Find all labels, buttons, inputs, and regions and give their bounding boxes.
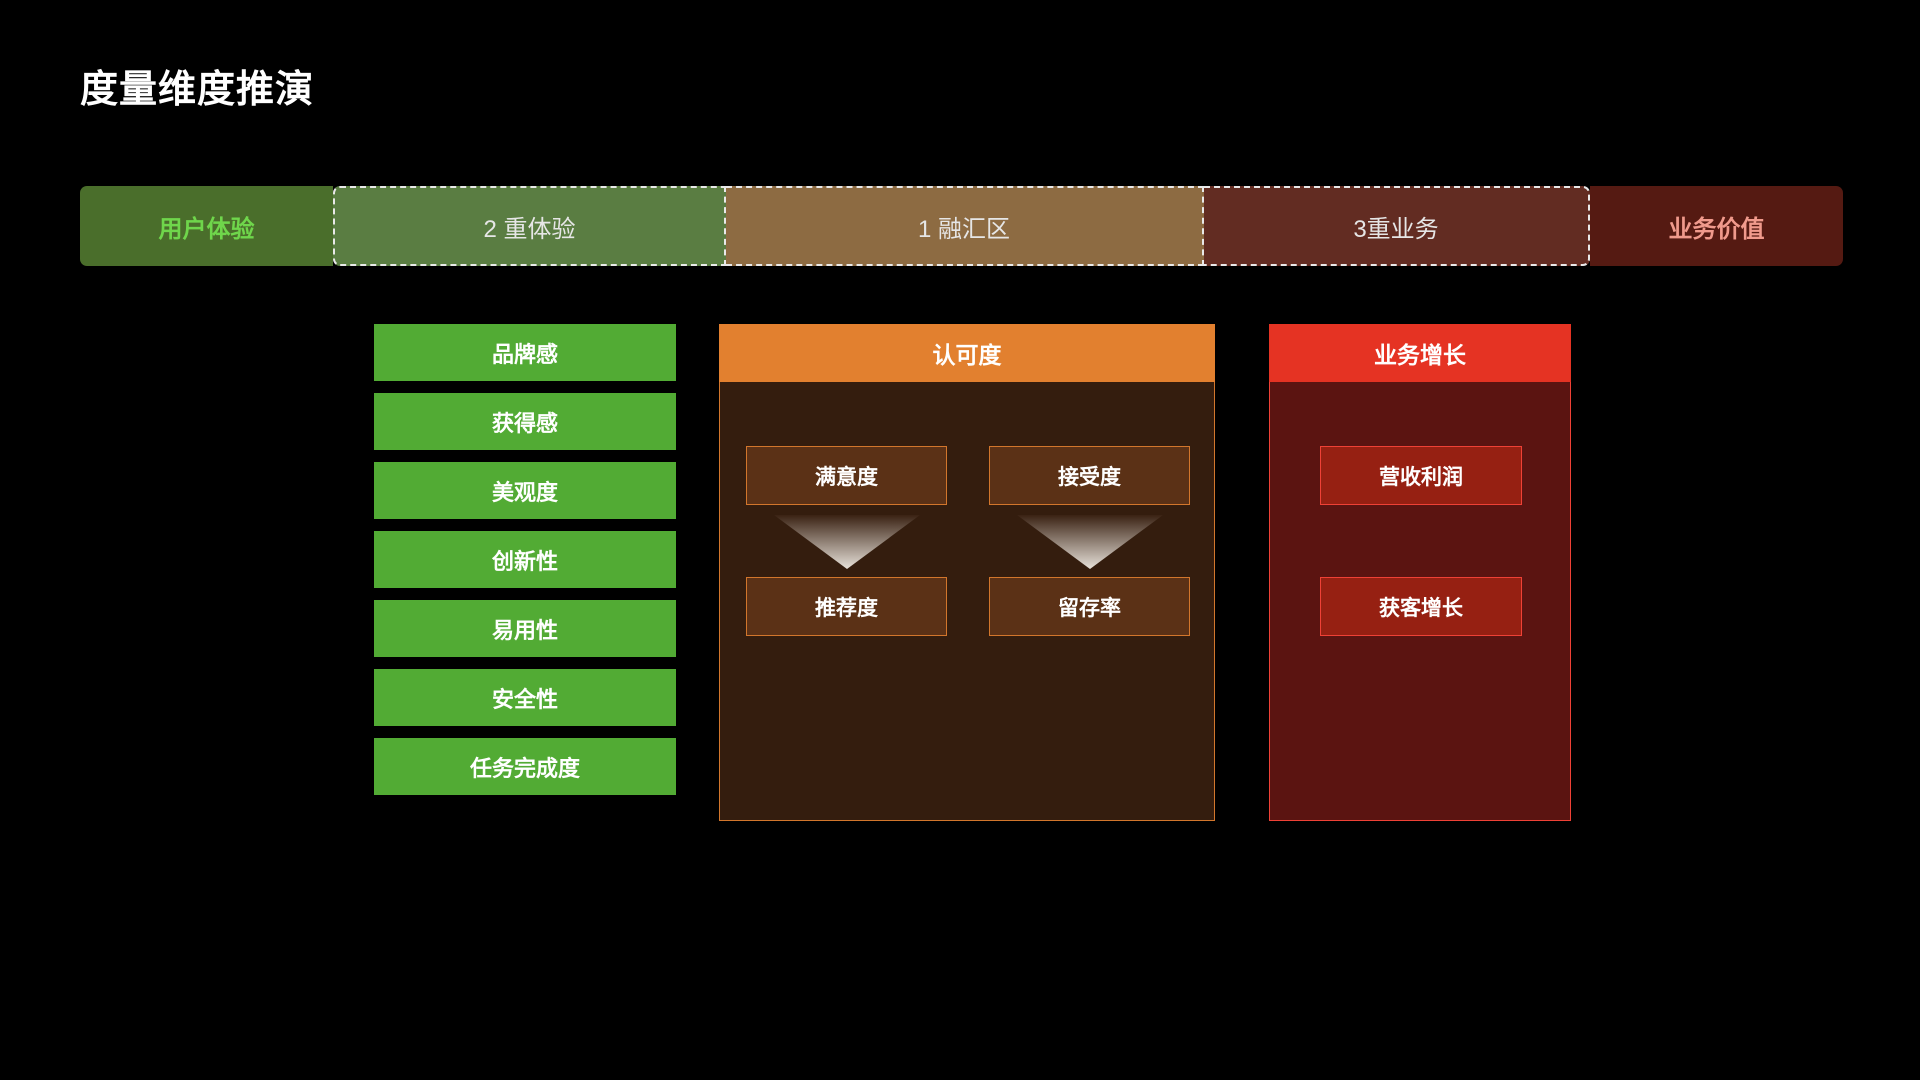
list-item[interactable]: 安全性 xyxy=(374,669,676,726)
spectrum-segment-double-experience[interactable]: 2 重体验 xyxy=(333,186,726,266)
metric-box-customer-acquisition[interactable]: 获客增长 xyxy=(1320,577,1522,636)
spectrum-segment-convergence-zone[interactable]: 1 融汇区 xyxy=(726,186,1204,266)
list-item[interactable]: 创新性 xyxy=(374,531,676,588)
recognition-panel-body: 满意度 接受度 xyxy=(719,382,1215,821)
arrow-cell-left xyxy=(746,505,947,577)
recognition-panel-header: 认可度 xyxy=(719,324,1215,382)
arrow-down-icon xyxy=(1016,515,1163,569)
spectrum-segment-label: 业务价值 xyxy=(1668,215,1765,243)
recognition-panel-title: 认可度 xyxy=(932,342,1002,368)
business-growth-panel-body: 营收利润 获客增长 xyxy=(1269,382,1571,821)
arrow-down-icon xyxy=(773,515,920,569)
page-title: 度量维度推演 xyxy=(80,69,315,111)
business-growth-panel-header: 业务增长 xyxy=(1269,324,1571,382)
list-item[interactable]: 易用性 xyxy=(374,600,676,657)
spectrum-segment-business-value[interactable]: 业务价值 xyxy=(1590,186,1843,266)
spectrum-bar: 用户体验 2 重体验 1 融汇区 3重业务 业务价值 xyxy=(80,186,1843,266)
experience-dimension-list: 品牌感 获得感 美观度 创新性 易用性 安全性 任务完成度 xyxy=(374,324,676,795)
list-item[interactable]: 任务完成度 xyxy=(374,738,676,795)
list-item[interactable]: 美观度 xyxy=(374,462,676,519)
spectrum-segment-label: 3重业务 xyxy=(1353,215,1439,243)
business-metric-list: 营收利润 获客增长 xyxy=(1320,446,1522,636)
metric-box-satisfaction[interactable]: 满意度 xyxy=(746,446,947,505)
spectrum-segment-label: 用户体验 xyxy=(158,215,255,243)
spectrum-segment-label: 2 重体验 xyxy=(483,215,576,243)
spectrum-segment-label: 1 融汇区 xyxy=(917,215,1010,243)
metric-box-retention[interactable]: 留存率 xyxy=(989,577,1190,636)
list-item[interactable]: 品牌感 xyxy=(374,324,676,381)
business-growth-panel: 业务增长 营收利润 获客增长 xyxy=(1269,324,1571,821)
metric-box-recommendation[interactable]: 推荐度 xyxy=(746,577,947,636)
metric-box-revenue-profit[interactable]: 营收利润 xyxy=(1320,446,1522,505)
recognition-panel: 认可度 满意度 接受度 xyxy=(719,324,1215,821)
business-growth-panel-title: 业务增长 xyxy=(1374,342,1466,368)
metric-box-acceptance[interactable]: 接受度 xyxy=(989,446,1190,505)
list-item[interactable]: 获得感 xyxy=(374,393,676,450)
recognition-metric-grid: 满意度 接受度 xyxy=(746,446,1190,636)
spectrum-segment-user-experience[interactable]: 用户体验 xyxy=(80,186,333,266)
arrow-cell-right xyxy=(989,505,1190,577)
spectrum-segment-triple-business[interactable]: 3重业务 xyxy=(1204,186,1590,266)
